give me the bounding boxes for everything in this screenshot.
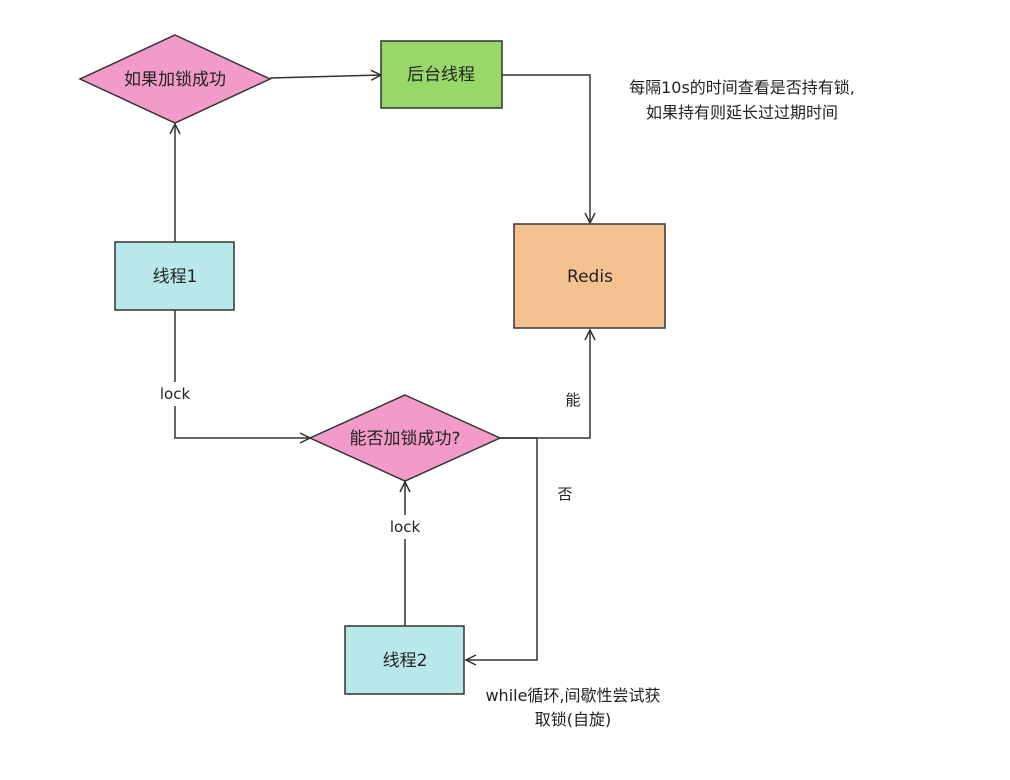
- can-lock-label: 能否加锁成功?: [349, 429, 460, 449]
- edge-thread1-to-can-lock: [174, 310, 310, 438]
- redis-node: Redis: [513, 223, 666, 329]
- thread1-node: 线程1: [114, 241, 235, 311]
- thread2-node: 线程2: [344, 625, 465, 695]
- renew-note-line2: 如果持有则延长过过期时间: [646, 103, 838, 122]
- renew-note-line1: 每隔10s的时间查看是否持有锁,: [629, 78, 855, 97]
- background-thread-label: 后台线程: [407, 65, 475, 85]
- lock-label-bg-2: [385, 515, 425, 539]
- edge-background-to-redis: [502, 74, 590, 223]
- edge-if-lock-to-background: [269, 75, 381, 78]
- edge-can-lock-to-thread2: [466, 437, 538, 660]
- edge-label-lock-1: lock: [160, 385, 191, 403]
- edge-can-lock-to-redis: [500, 330, 590, 439]
- edge-label-yes: 能: [565, 391, 580, 409]
- edge-label-no: 否: [557, 485, 572, 503]
- can-lock-node: 能否加锁成功?: [308, 394, 502, 482]
- redis-label: Redis: [567, 267, 613, 287]
- thread2-label: 线程2: [383, 651, 428, 671]
- spin-note-line2: 取锁(自旋): [535, 710, 612, 729]
- background-thread-node: 后台线程: [380, 40, 503, 109]
- if-lock-success-node: 如果加锁成功: [78, 34, 272, 124]
- thread1-label: 线程1: [153, 267, 198, 287]
- lock-label-bg-1: [155, 382, 195, 406]
- spin-note-line1: while循环,间歇性尝试获: [485, 686, 660, 705]
- if-lock-success-label: 如果加锁成功: [124, 70, 226, 90]
- edge-label-lock-2: lock: [390, 518, 421, 536]
